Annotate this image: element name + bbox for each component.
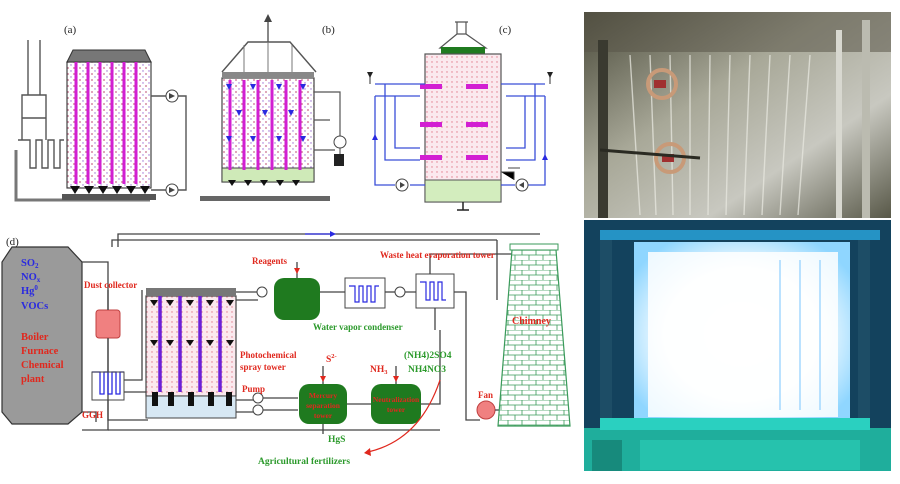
mercury-separation-tower-label: Mercury separation tower: [306, 391, 341, 420]
reactor-photo-bottom: [584, 220, 891, 471]
nox-label: NOx: [21, 272, 41, 284]
sulfide-label: S2-: [326, 353, 337, 365]
panel-b-drawing: [200, 14, 347, 201]
ammonium-nitrate-label: NH4NO3: [408, 365, 446, 375]
agricultural-fertilizers-label: Agricultural fertilizers: [258, 457, 350, 467]
panel-label-d: (d): [6, 236, 19, 248]
neutralization-tower-label: Neutralization tower: [373, 395, 420, 414]
panel-c-drawing: [367, 21, 553, 211]
water-vapor-condenser-label: Water vapor condenser: [313, 322, 403, 332]
chemical-label: Chemical: [21, 360, 64, 371]
panel-d-drawing: [1, 231, 571, 456]
dust-collector-label: Dust collector: [84, 280, 137, 290]
hgs-label: HgS: [328, 435, 345, 445]
svg-text:tower: tower: [387, 405, 406, 414]
svg-text:Neutralization: Neutralization: [373, 395, 420, 404]
chimney-label: Chimney: [512, 316, 551, 327]
photochemical-label: Photochemical: [240, 350, 297, 360]
hg-label: Hg0: [21, 284, 38, 297]
source-list: Boiler Furnace Chemical plant: [21, 332, 64, 385]
waste-heat-tower-label: Waste heat evaporation tower: [380, 250, 495, 260]
ggh-label: GGH: [82, 410, 103, 420]
panel-label-a: (a): [64, 24, 77, 36]
pump-label: Pump: [242, 384, 265, 394]
svg-text:separation: separation: [306, 401, 341, 410]
svg-text:Mercury: Mercury: [309, 391, 337, 400]
spray-tower-label: spray tower: [240, 362, 286, 372]
svg-text:tower: tower: [314, 411, 333, 420]
so2-label: SO2: [21, 258, 39, 270]
panel-label-b: (b): [322, 24, 335, 36]
pollutant-list: SO2 NOx Hg0 VOCs: [21, 258, 48, 312]
ammonium-sulfate-label: (NH4)2SO4: [404, 350, 452, 361]
reagents-label: Reagents: [252, 256, 287, 266]
reactor-photo-top: [584, 12, 891, 218]
vocs-label: VOCs: [21, 301, 48, 312]
panel-a-drawing: [14, 40, 187, 202]
furnace-label: Furnace: [21, 346, 59, 357]
fan-label: Fan: [478, 390, 493, 400]
plant-label: plant: [21, 374, 45, 385]
nh3-label: NH3: [370, 365, 388, 376]
boiler-label: Boiler: [21, 332, 49, 343]
panel-label-c: (c): [499, 24, 512, 36]
